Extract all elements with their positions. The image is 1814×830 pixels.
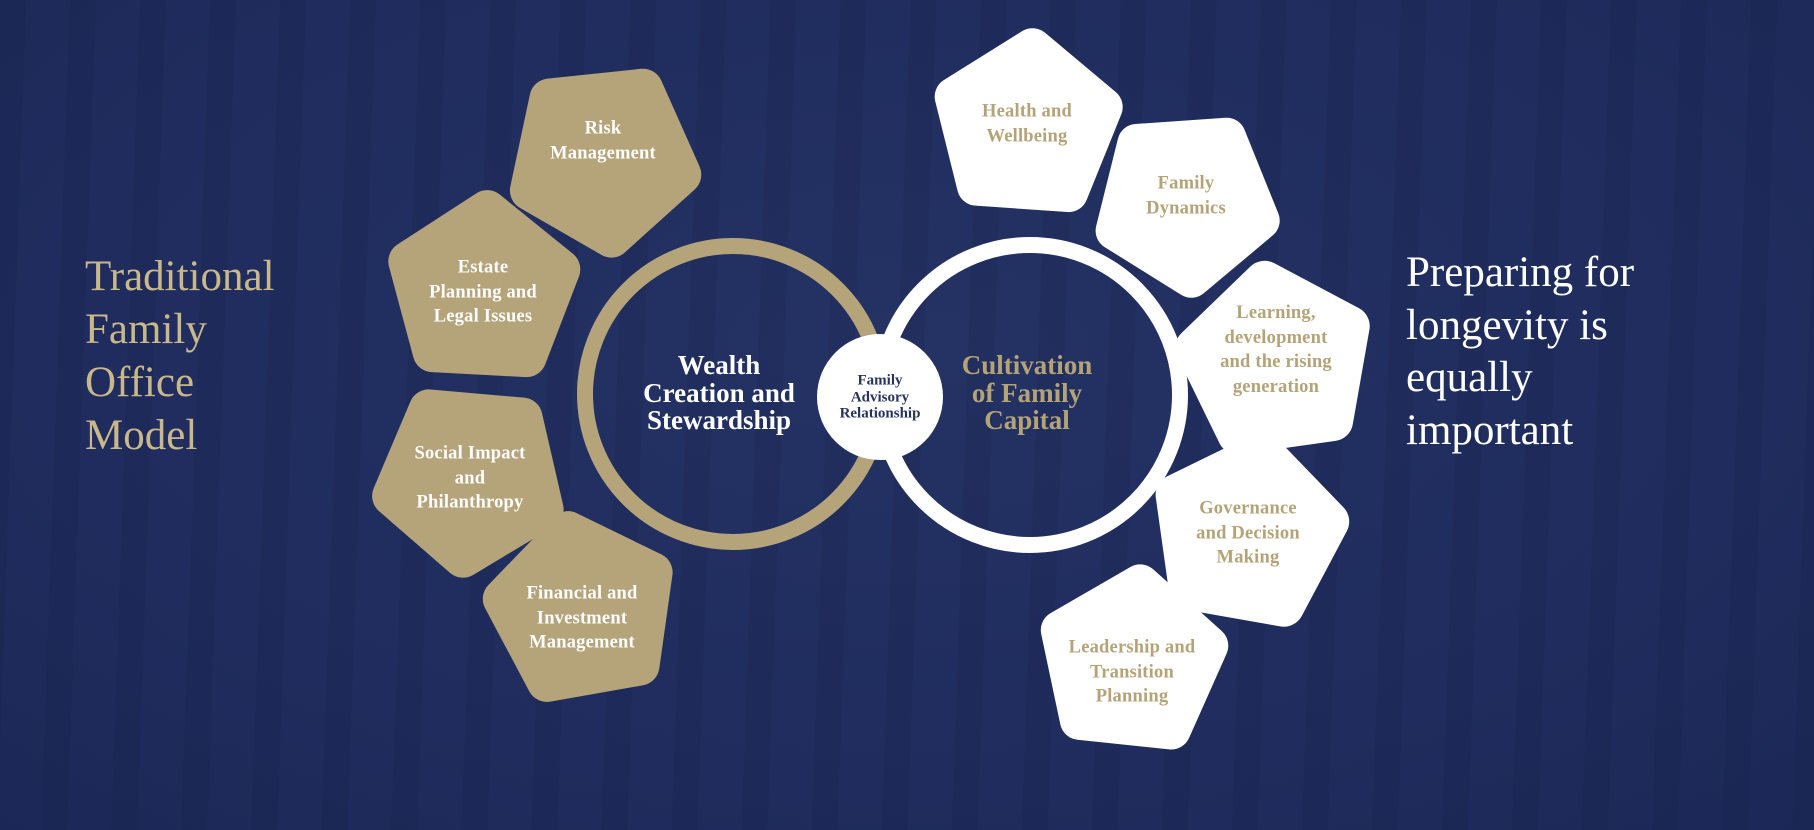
pentagon-label-line: Governance — [1199, 498, 1297, 519]
heading-line: Family — [85, 306, 207, 353]
pentagon-family-dynamics — [1095, 117, 1280, 298]
pentagon-shape — [1040, 564, 1229, 750]
pentagon-label-line: Philanthropy — [416, 492, 524, 513]
pentagon-label-line: Wellbeing — [986, 126, 1068, 146]
pentagon-label-line: Health and — [982, 101, 1072, 122]
pentagon-shape — [934, 28, 1123, 213]
right-heading-preparing-for-longevity: Preparing for longevity is equally importan… — [1406, 247, 1634, 457]
pentagon-label-line: Leadership and — [1068, 637, 1196, 658]
pentagon-label-line: development — [1224, 327, 1328, 348]
hub-label-line: Advisory — [850, 388, 910, 405]
pentagon-label-line: Management — [550, 143, 656, 163]
heading-line: longevity is — [1406, 301, 1608, 349]
pentagon-label-line: Planning and — [429, 281, 537, 302]
pentagon-shape — [1155, 432, 1350, 627]
hub-label-line: Family — [857, 372, 903, 389]
pentagon-label-line: Transition — [1090, 661, 1174, 682]
pentagon-label-line: Social Impact — [414, 443, 526, 464]
pentagon-shape — [509, 68, 702, 258]
pentagon-shape — [1175, 260, 1370, 455]
hub-label-line: Relationship — [839, 405, 921, 422]
pentagon-governance-decision — [1155, 432, 1350, 627]
pentagon-label-line: Dynamics — [1146, 198, 1226, 218]
pentagon-shape — [1095, 117, 1280, 298]
pentagon-label-line: generation — [1232, 376, 1320, 397]
pentagon-label-line: Estate — [457, 257, 509, 278]
ring-label-line: Creation and — [643, 377, 795, 408]
pentagon-learning-development — [1175, 260, 1370, 455]
pentagon-label-line: and the rising — [1220, 352, 1332, 372]
pentagon-label-line: Planning — [1095, 686, 1169, 707]
heading-line: equally — [1406, 354, 1533, 401]
heading-line: Preparing for — [1406, 249, 1635, 296]
pentagon-label-line: Legal Issues — [433, 306, 533, 327]
ring-label-line: Wealth — [677, 349, 761, 380]
pentagon-label-line: and Decision — [1196, 522, 1300, 543]
pentagon-label-line: Making — [1216, 547, 1280, 568]
pentagon-risk-management — [509, 68, 702, 258]
pentagon-label-learning-development: Learning, development and the rising genera… — [1220, 301, 1332, 399]
pentagon-shape — [388, 190, 581, 378]
heading-line: Traditional — [85, 253, 275, 300]
heading-line: Office — [85, 359, 195, 406]
pentagon-label-line: Learning, — [1236, 303, 1316, 323]
pentagon-label-line: Family — [1157, 173, 1215, 194]
pentagon-shape — [482, 511, 673, 702]
ring-label-line: Capital — [984, 404, 1070, 435]
ring-label-line: Stewardship — [646, 404, 792, 435]
heading-line: important — [1406, 406, 1574, 454]
pentagon-label-line: and — [454, 467, 486, 488]
ring-label-line: Cultivation — [961, 349, 1093, 380]
ring-label-line: of Family — [971, 377, 1083, 408]
pentagon-health-wellbeing — [934, 28, 1123, 213]
pentagon-leadership-transition — [1040, 564, 1229, 750]
pentagon-label-line: Risk — [584, 118, 622, 139]
hub-disc-advisory-hub — [817, 334, 943, 460]
pentagon-social-impact — [372, 389, 564, 578]
pentagon-estate-planning — [388, 190, 581, 378]
pentagon-label-line: Financial and — [526, 583, 638, 604]
pentagon-financial-investment — [482, 511, 673, 702]
heading-line: Model — [85, 412, 198, 459]
pentagon-shape — [372, 389, 564, 578]
pentagon-label-line: Investment — [536, 607, 628, 628]
pentagon-label-line: Management — [529, 632, 635, 653]
